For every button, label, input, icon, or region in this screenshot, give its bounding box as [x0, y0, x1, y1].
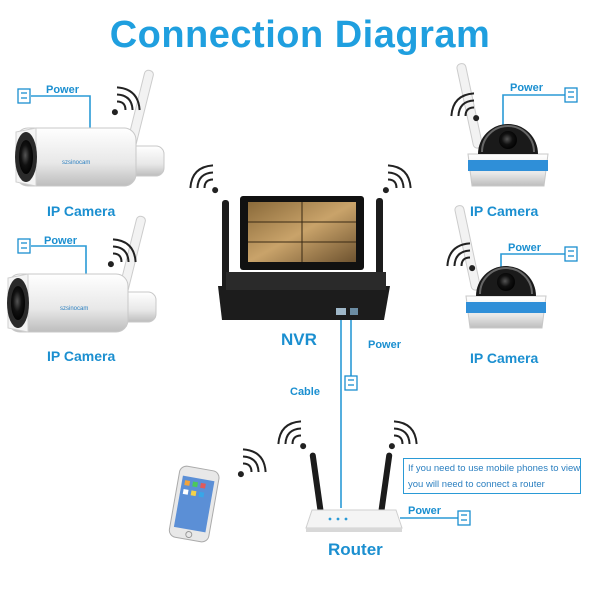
wifi-icon — [441, 237, 487, 283]
wifi-icon — [272, 415, 318, 461]
note-line: If you need to use mobile phones to view — [408, 463, 581, 474]
power-wires — [31, 94, 565, 519]
bullet-camera-top: szsinocam — [14, 68, 165, 187]
camera-label: IP Camera — [470, 203, 539, 219]
nvr-label: NVR — [281, 330, 317, 349]
wifi-icon — [377, 415, 423, 461]
mobile-phone — [168, 465, 220, 543]
nvr-device — [218, 196, 390, 320]
nvr-power-label: Power — [368, 339, 402, 351]
plug-icon — [344, 375, 358, 391]
camera-power-label: Power — [46, 84, 80, 96]
camera-power-label: Power — [508, 242, 542, 254]
wifi-icon — [226, 443, 272, 489]
router-label: Router — [328, 540, 383, 559]
page-title: Connection Diagram — [109, 14, 491, 56]
wifi-icon — [184, 159, 230, 205]
camera-power-label: Power — [510, 82, 544, 94]
router-power-label: Power — [408, 505, 442, 517]
plug-icon — [564, 246, 578, 262]
note-line: you will need to connect a router — [408, 479, 545, 490]
plug-icon — [457, 510, 471, 526]
bullet-camera-mid: szsinocam — [6, 214, 157, 333]
plug-icon — [17, 238, 31, 254]
camera-label: IP Camera — [47, 348, 116, 364]
dome-camera-bottom — [453, 203, 547, 329]
cable-label: Cable — [290, 386, 320, 398]
camera-label: IP Camera — [47, 203, 116, 219]
mobile-note-box: If you need to use mobile phones to view… — [403, 458, 581, 494]
camera-brand: szsinocam — [60, 306, 88, 312]
wifi-icon — [445, 87, 491, 133]
plug-icon — [17, 88, 31, 104]
wifi-icon — [371, 159, 417, 205]
camera-label: IP Camera — [470, 350, 539, 366]
camera-brand: szsinocam — [62, 160, 90, 166]
camera-power-label: Power — [44, 235, 78, 247]
router-device — [305, 452, 403, 532]
plug-icon — [564, 87, 578, 103]
